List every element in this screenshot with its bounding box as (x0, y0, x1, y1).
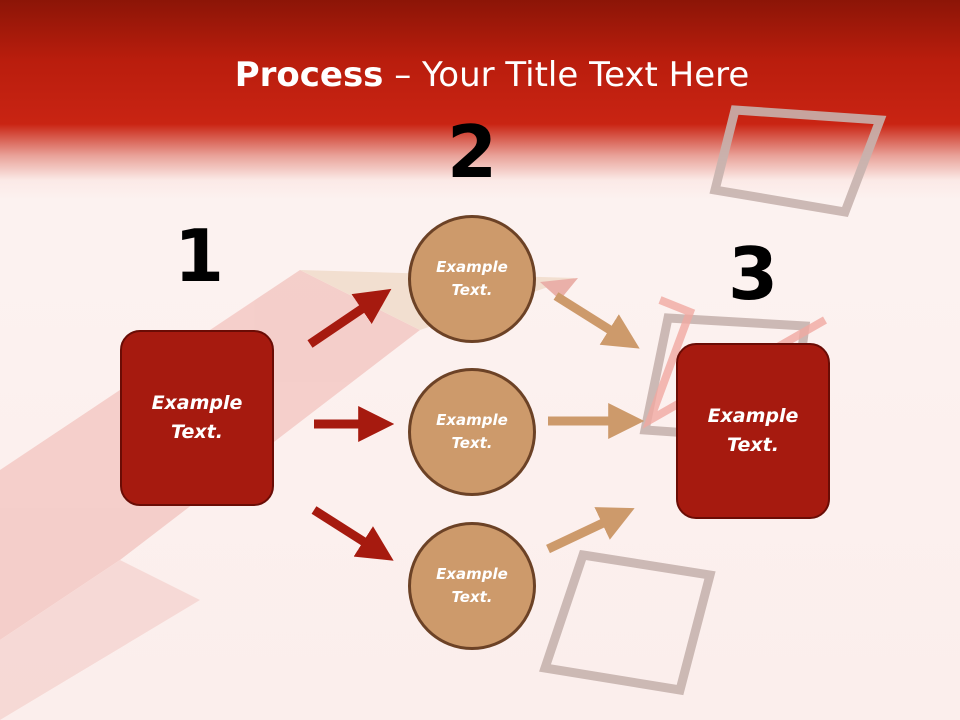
step-1-box: Example Text. (120, 330, 274, 506)
step-1-number: 1 (173, 214, 225, 298)
step-2-circle-2-label: Example Text. (436, 411, 508, 452)
title-bold: Process (234, 55, 384, 95)
step-3-number: 3 (727, 232, 779, 316)
title-rest: – Your Title Text Here (383, 55, 750, 95)
arrow-2-to-3-top (553, 292, 640, 349)
step-2-circle-3: Example Text. (408, 522, 536, 650)
arrow-2-to-3-bottom (546, 507, 635, 554)
step-2-circle-2: Example Text. (408, 368, 536, 496)
step-2-circle-1-label: Example Text. (436, 258, 508, 299)
step-1-label: Example Text. (151, 392, 243, 443)
step-2-number: 2 (446, 110, 498, 194)
step-3-label: Example Text. (707, 405, 799, 456)
step-3-box: Example Text. (676, 343, 830, 519)
arrow-1-to-2-top (307, 288, 392, 348)
arrow-1-to-2-bottom (311, 506, 394, 561)
step-2-circle-3-label: Example Text. (436, 565, 508, 606)
slide-title: Process – Your Title Text Here (0, 52, 960, 98)
header-band (0, 0, 960, 200)
step-2-circle-1: Example Text. (408, 215, 536, 343)
